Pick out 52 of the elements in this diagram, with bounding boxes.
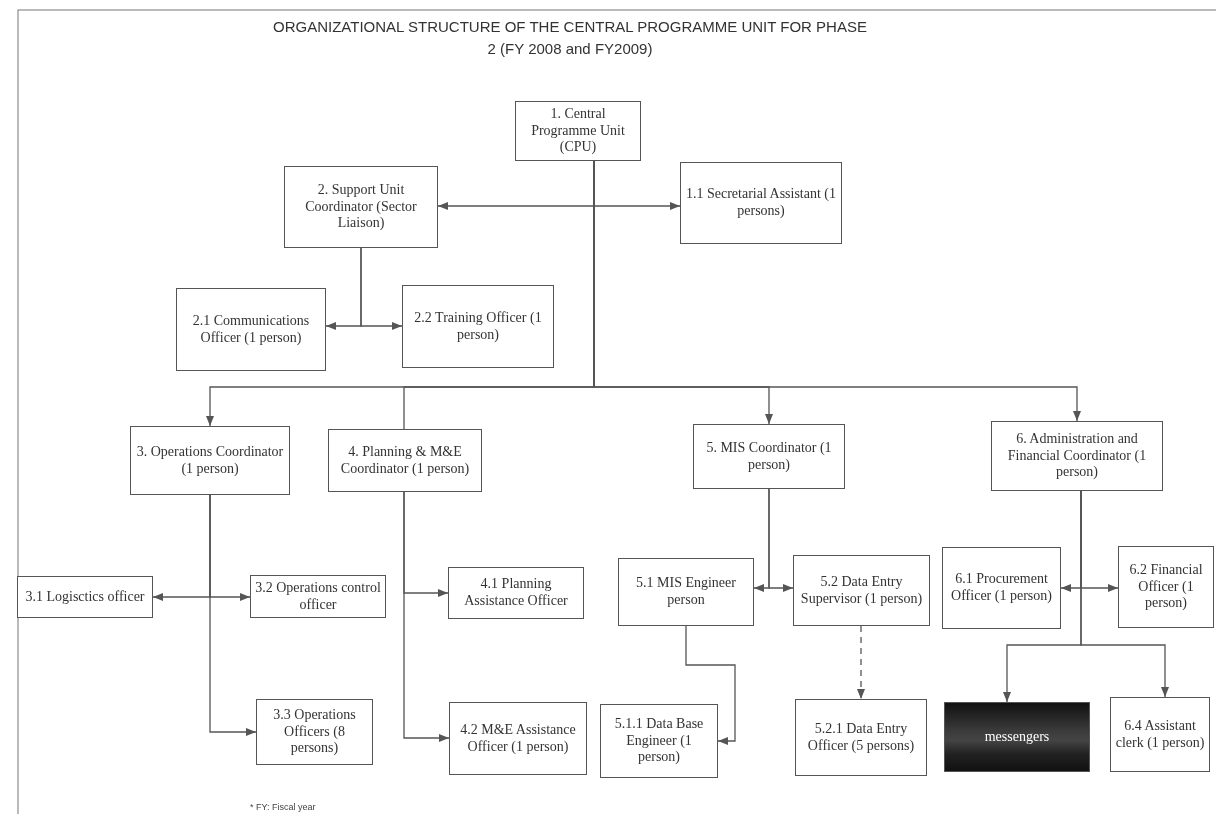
org-box [515,101,641,161]
connector-arrow [685,625,736,746]
role-title: 3.3 Operations Officers (8 persons) [272,706,357,758]
org-box [795,699,927,776]
org-box [402,285,554,368]
org-box [600,704,718,778]
connector-arrow [1080,490,1170,698]
connector-arrow [360,247,403,331]
role-title: 4. Planning & M&E Coordinator (1 person) [339,443,471,478]
org-box [17,576,153,618]
role-title: 2.1 Communications Officer (1 person) [191,312,311,347]
role-title: 5.1 MIS Engineer person [635,575,737,609]
org-box [942,547,1061,629]
org-box [448,567,584,619]
role-title: 4.2 M&E Assistance Officer (1 person) [459,721,577,756]
role-title: 2.2 Training Officer (1 person) [413,309,543,344]
role-title: 4.1 Planning Assistance Officer [463,576,569,610]
org-box [1118,546,1214,628]
role-title: 1. Central Programme Unit (CPU) [530,105,626,157]
role-title: 6.4 Assistant clerk (1 person) [1115,717,1205,752]
role-title: 3.2 Operations control officer [255,579,381,614]
org-box [793,555,930,626]
role-title: 3. Operations Coordinator (1 person) [135,443,285,478]
shaded-box [944,702,1090,772]
org-box [176,288,326,371]
role-title: 5. MIS Coordinator (1 person) [705,439,833,474]
org-box [284,166,438,248]
org-box [618,558,754,626]
footnote: * FY: Fiscal year [250,802,316,812]
org-box [449,702,587,775]
role-title: 1.1 Secretarial Assistant (1 persons) [685,186,837,220]
org-box [991,421,1163,491]
connector-arrow [856,625,866,700]
org-box [1110,697,1210,772]
role-title: 5.1.1 Data Base Engineer (1 person) [613,715,705,767]
role-title: 3.1 Logisctics officer [25,588,145,606]
diagram-title: ORGANIZATIONAL STRUCTURE OF THE CENTRAL PROGRAMME UNIT FOR PHASE 2 (FY 2008 and FY2009) [272,17,868,59]
connector-arrow [403,491,450,743]
org-box [256,699,373,765]
org-box [130,426,290,495]
connector-arrow [768,488,794,593]
org-box [693,424,845,489]
role-title: 2. Support Unit Coordinator (Sector Liaison) [304,181,418,233]
connector-arrow [209,494,257,737]
org-box [680,162,842,244]
role-title: 5.2.1 Data Entry Officer (5 persons) [806,720,916,755]
role-title: 5.2 Data Entry Supervisor (1 person) [799,573,924,608]
role-title: 6.1 Procurement Officer (1 person) [950,571,1053,605]
role-title: 6.2 Financial Officer (1 person) [1128,561,1204,613]
role-title: messengers [984,728,1050,746]
role-title: 6. Administration and Financial Coordinator (1 person) [1006,430,1148,482]
org-box [328,429,482,492]
